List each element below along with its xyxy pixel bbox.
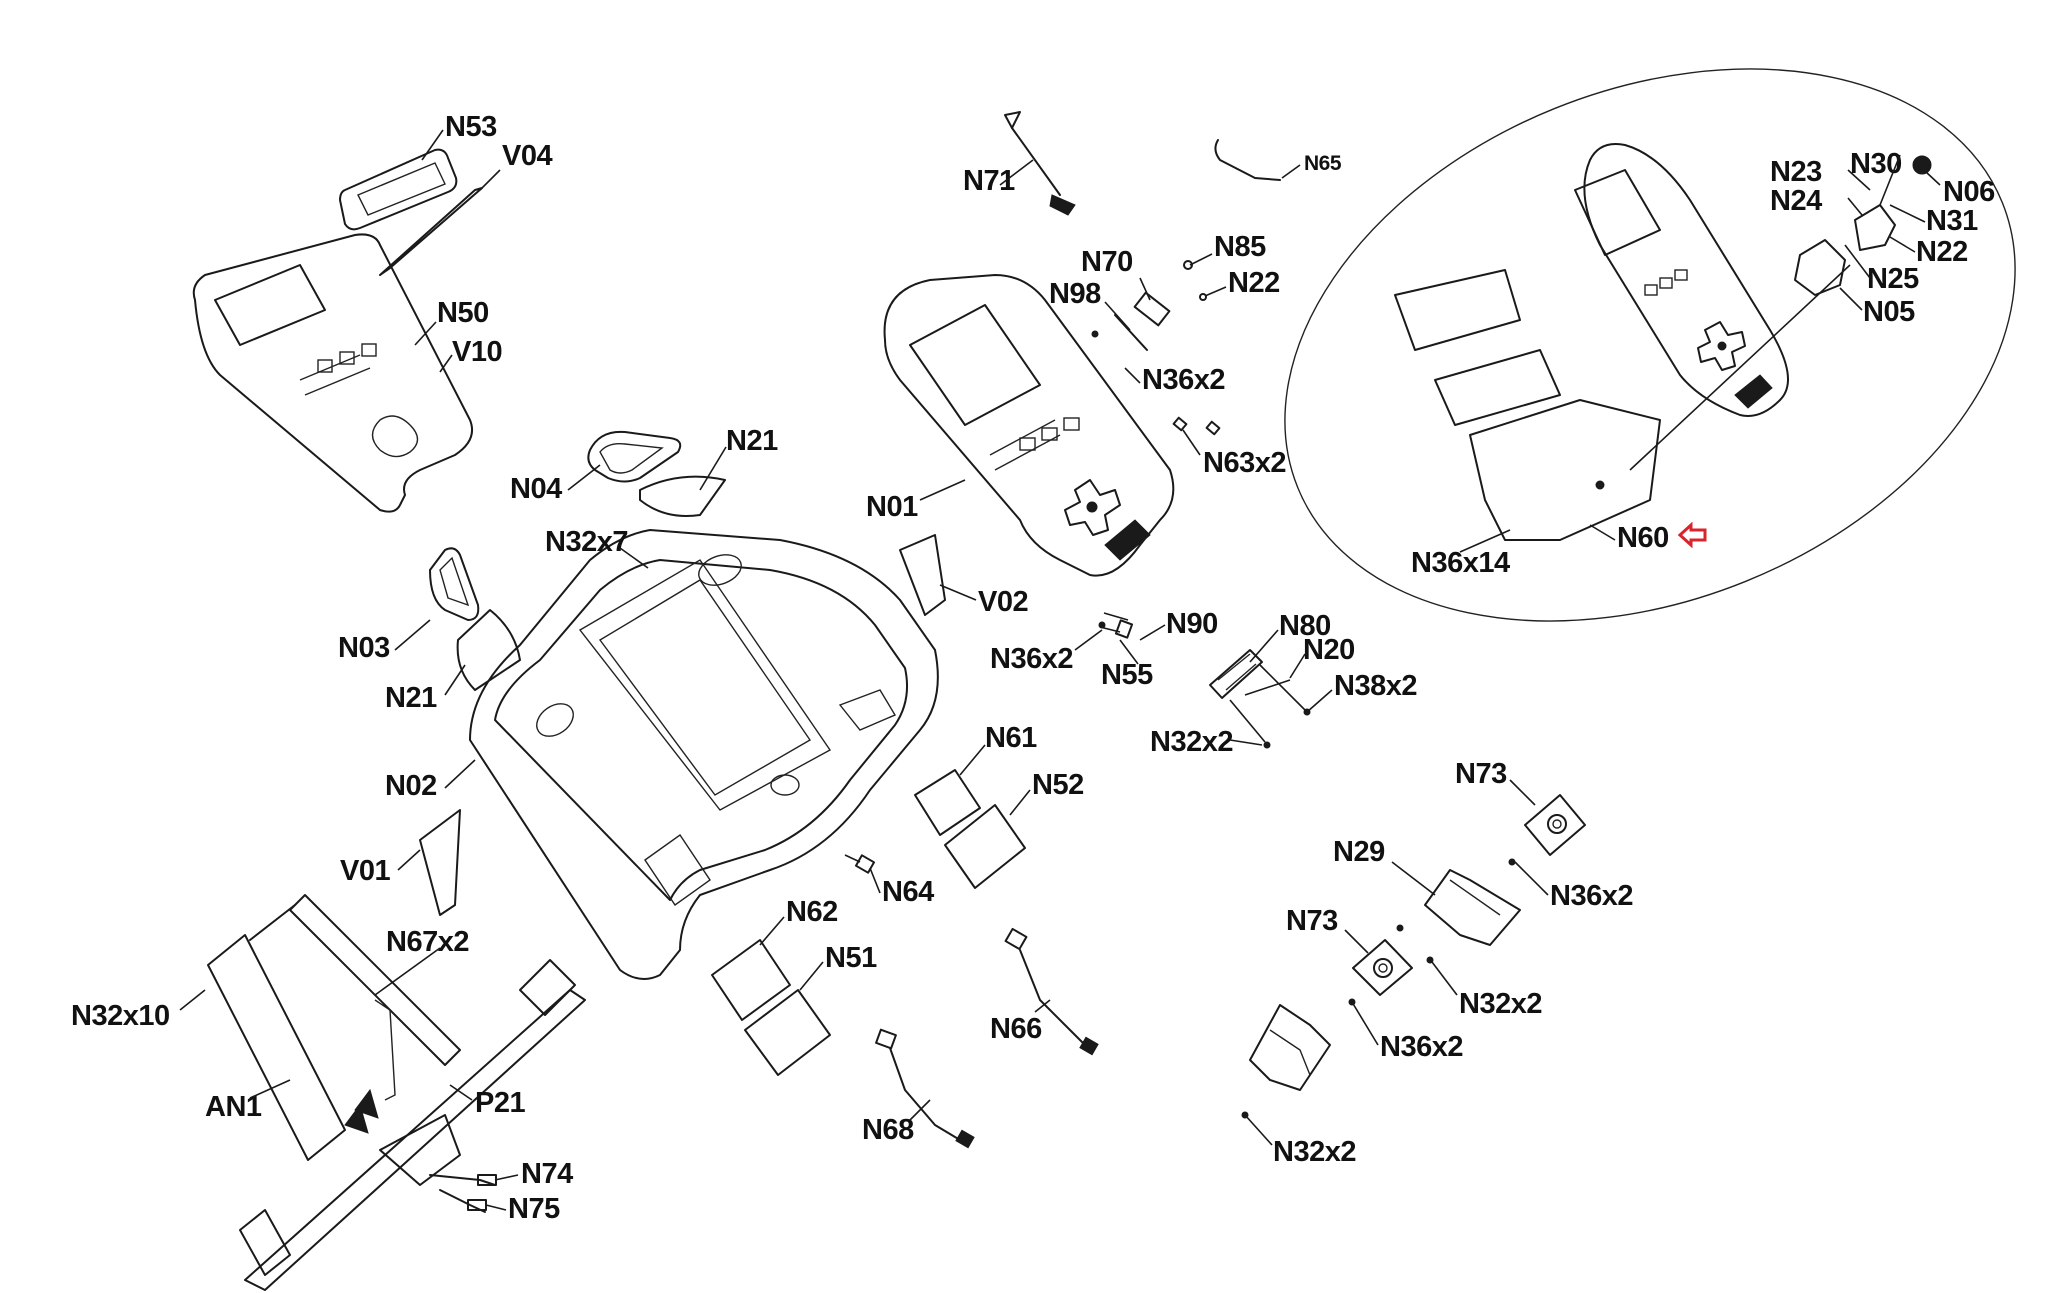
label-n21-top: N21 bbox=[726, 425, 778, 457]
part-n61-overlay bbox=[914, 769, 981, 836]
label-n21-left: N21 bbox=[385, 682, 437, 714]
label-n03: N03 bbox=[338, 632, 390, 664]
small-parts-n70-n98 bbox=[1091, 260, 1221, 436]
label-n98: N98 bbox=[1049, 278, 1101, 310]
part-n52-overlay bbox=[944, 804, 1026, 889]
label-n53: N53 bbox=[445, 111, 497, 143]
label-n01: N01 bbox=[866, 491, 918, 523]
part-n51-overlay bbox=[744, 989, 831, 1076]
label-v04: V04 bbox=[502, 140, 553, 172]
label-n50: N50 bbox=[437, 297, 489, 329]
part-n65-wire bbox=[1214, 139, 1281, 181]
label-n32x2-a: N32x2 bbox=[1150, 726, 1233, 758]
label-n80: N80 bbox=[1279, 610, 1331, 642]
label-n61: N61 bbox=[985, 722, 1037, 754]
label-n55: N55 bbox=[1101, 659, 1153, 691]
detail-callout-ellipse bbox=[1284, 68, 2016, 622]
label-n64: N64 bbox=[882, 876, 934, 908]
label-n22-detail: N22 bbox=[1916, 236, 1968, 268]
label-n62: N62 bbox=[786, 896, 838, 928]
part-n01-console bbox=[883, 274, 1175, 577]
label-n36x2: N36x2 bbox=[1142, 364, 1225, 396]
label-n85: N85 bbox=[1214, 231, 1266, 263]
label-n30: N30 bbox=[1850, 148, 1902, 180]
part-n21-lens-top bbox=[639, 475, 726, 517]
label-n65: N65 bbox=[1304, 152, 1342, 175]
part-n02-shroud bbox=[469, 529, 939, 980]
label-v01: V01 bbox=[340, 855, 391, 887]
label-n36x14: N36x14 bbox=[1411, 547, 1510, 579]
part-n53-window bbox=[339, 148, 458, 231]
part-n03-window bbox=[429, 547, 480, 621]
label-n73-lower: N73 bbox=[1286, 905, 1338, 937]
label-n75: N75 bbox=[508, 1193, 560, 1225]
label-n36x2-c: N36x2 bbox=[1550, 880, 1633, 912]
label-n32x7: N32x7 bbox=[545, 526, 628, 558]
part-n55-n90 bbox=[1098, 612, 1134, 639]
detail-display-frames bbox=[1394, 269, 1661, 541]
label-n74: N74 bbox=[521, 1158, 573, 1190]
label-v10: V10 bbox=[452, 336, 503, 368]
part-v02-overlay bbox=[899, 534, 946, 616]
part-n50-overlay bbox=[192, 233, 474, 513]
label-n67x2: N67x2 bbox=[386, 926, 469, 958]
label-n25: N25 bbox=[1867, 263, 1919, 295]
label-n70: N70 bbox=[1081, 246, 1133, 278]
label-n22: N22 bbox=[1228, 267, 1280, 299]
part-n71-cable bbox=[1004, 111, 1076, 216]
part-lower-bracket bbox=[1241, 1004, 1331, 1119]
part-n66-cable bbox=[1004, 927, 1099, 1056]
part-v01-overlay bbox=[419, 809, 461, 916]
label-n32x10: N32x10 bbox=[71, 1000, 170, 1032]
label-n23: N23 bbox=[1770, 156, 1822, 188]
label-n24: N24 bbox=[1770, 185, 1822, 217]
label-n63x2: N63x2 bbox=[1203, 447, 1286, 479]
part-n64-connector bbox=[844, 854, 876, 874]
label-n32x2-b: N32x2 bbox=[1459, 988, 1542, 1020]
label-n02: N02 bbox=[385, 770, 437, 802]
part-n21-lens-left bbox=[456, 609, 521, 691]
part-n62-overlay bbox=[711, 939, 791, 1021]
part-n29-bracket bbox=[1424, 869, 1521, 946]
label-n73-upper: N73 bbox=[1455, 758, 1507, 790]
label-n36x2-d: N36x2 bbox=[1380, 1031, 1463, 1063]
label-n52: N52 bbox=[1032, 769, 1084, 801]
label-n04: N04 bbox=[510, 473, 562, 505]
label-n20: N20 bbox=[1303, 634, 1355, 666]
label-n05: N05 bbox=[1863, 296, 1915, 328]
label-n60[interactable]: N60 bbox=[1617, 522, 1669, 554]
label-n90: N90 bbox=[1166, 608, 1218, 640]
part-n73-upper bbox=[1508, 794, 1586, 866]
label-n71: N71 bbox=[963, 165, 1015, 197]
label-p21: P21 bbox=[475, 1087, 526, 1119]
label-n06: N06 bbox=[1943, 176, 1995, 208]
label-n32x2-c: N32x2 bbox=[1273, 1136, 1356, 1168]
part-v04-strip bbox=[379, 187, 483, 276]
label-v02: V02 bbox=[978, 586, 1029, 618]
label-an1: AN1 bbox=[205, 1091, 262, 1123]
detail-console bbox=[1574, 143, 1789, 417]
label-n31: N31 bbox=[1926, 205, 1978, 237]
part-n04-window bbox=[587, 430, 682, 483]
label-n68: N68 bbox=[862, 1114, 914, 1146]
label-n51: N51 bbox=[825, 942, 877, 974]
label-n66: N66 bbox=[990, 1013, 1042, 1045]
label-n38x2: N38x2 bbox=[1334, 670, 1417, 702]
label-n36x2-b: N36x2 bbox=[990, 643, 1073, 675]
highlight-arrow-icon bbox=[1678, 522, 1707, 548]
part-n73-lower bbox=[1348, 924, 1434, 1006]
label-n29: N29 bbox=[1333, 836, 1385, 868]
